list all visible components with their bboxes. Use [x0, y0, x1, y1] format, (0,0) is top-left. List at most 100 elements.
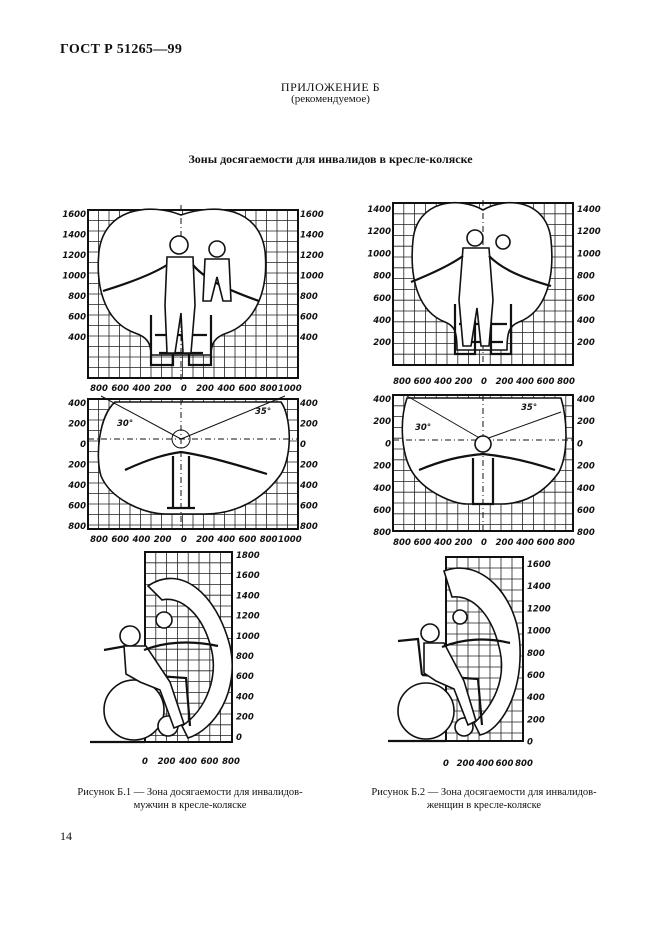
fig1-front-person-right — [202, 240, 232, 302]
fig2-top-right-tick-6: 800 — [577, 528, 595, 538]
fig1-top-angle-line-right — [180, 395, 286, 440]
fig2-front-person — [410, 229, 552, 347]
fig1-top-left-tick-0: 400 — [67, 399, 86, 409]
fig1-top-bottom-tick-6: 400 — [216, 535, 235, 545]
fig1-front-right-tick-5: 600 — [300, 313, 318, 323]
fig1-top-center — [171, 429, 191, 449]
fig2-front-bottom-tick-4: 0 — [481, 377, 487, 387]
fig1-side-right-tick-6: 600 — [236, 672, 254, 682]
fig2-top-bottom-tick-5: 200 — [496, 538, 514, 548]
fig1-top-bottom-tick-4: 0 — [181, 535, 187, 545]
fig1-front-right-tick-4: 800 — [300, 292, 318, 302]
fig1-front-right-tick-6: 400 — [299, 333, 318, 343]
fig2-front-bottom-tick-7: 600 — [537, 377, 555, 387]
fig1-top-right-tick-4: 400 — [299, 481, 318, 491]
fig1-side-reach-zone — [146, 577, 233, 739]
fig1-top-bottom-tick-9: 1000 — [278, 535, 302, 545]
fig1-top-bottom-tick-1: 600 — [111, 535, 129, 545]
fig2-top-angle-right: 35° — [521, 403, 537, 413]
fig1-side-bottom-tick-4: 800 — [222, 757, 240, 767]
fig1-top-bottom-tick-3: 200 — [154, 535, 172, 545]
fig1-side-right-tick-1: 1600 — [236, 571, 260, 581]
annex-title: ПРИЛОЖЕНИЕ Б — [280, 80, 381, 94]
fig2-top-left-tick-1: 200 — [373, 417, 391, 427]
fig1-side-right-tick-2: 1400 — [236, 591, 260, 601]
fig2-front-right-tick-6: 200 — [577, 338, 595, 348]
fig2-front-bottom-tick-0: 800 — [393, 377, 411, 387]
fig1-top-frame — [87, 398, 299, 530]
fig1-top-left-tick-2: 0 — [80, 440, 86, 450]
fig1-front-left-tick-5: 600 — [68, 313, 86, 323]
fig1-top-left-tick-6: 800 — [68, 522, 86, 532]
fig2-side-person — [420, 609, 511, 727]
fig2-front-right-tick-3: 800 — [577, 272, 595, 282]
fig2-front-bottom-tick-5: 200 — [496, 377, 514, 387]
fig1-top-right-tick-6: 800 — [300, 522, 318, 532]
fig1-front-left-tick-1: 1400 — [62, 231, 86, 241]
fig1-front-bottom-tick-2: 400 — [132, 384, 151, 394]
fig2-front-left-tick-4: 600 — [373, 294, 391, 304]
fig1-top-left-tick-5: 600 — [68, 502, 86, 512]
fig1-top-right-tick-3: 200 — [300, 461, 318, 471]
fig2-front-bottom-tick-6: 400 — [515, 377, 534, 387]
fig2-top-right-tick-3: 200 — [577, 462, 595, 472]
fig1-front-bottom-tick-9: 1000 — [278, 384, 302, 394]
fig1-top-bottom-tick-5: 200 — [196, 535, 214, 545]
fig2-front-left-tick-2: 1000 — [367, 249, 391, 259]
fig2-front-wheelchair — [453, 304, 513, 356]
fig2-front-left-tick-1: 1200 — [367, 227, 391, 237]
fig2-top-bottom-tick-1: 600 — [414, 538, 432, 548]
fig1-front-left-tick-0: 1600 — [62, 210, 86, 220]
fig2-front-bottom-tick-8: 800 — [557, 377, 575, 387]
fig1-top-right-tick-2: 0 — [300, 440, 306, 450]
fig1-front-bottom-tick-1: 600 — [111, 384, 129, 394]
fig1-top-angle-right: 35° — [255, 407, 271, 417]
annex-subtitle: (рекомендуемое) — [291, 93, 370, 105]
fig2-front-right-tick-2: 1000 — [577, 249, 601, 259]
fig1-side-right-tick-3: 1200 — [236, 612, 260, 622]
document-id: ГОСТ Р 51265—99 — [60, 42, 183, 57]
fig1-front-left-tick-6: 400 — [67, 333, 86, 343]
fig1-top-left-tick-1: 200 — [68, 420, 86, 430]
main-title: Зоны досягаемости для инвалидов в кресле… — [188, 152, 473, 166]
fig2-side-right-tick-7: 200 — [527, 715, 545, 725]
fig2-top-angle-left: 30° — [415, 423, 431, 433]
fig2-front-right-tick-4: 600 — [577, 294, 595, 304]
fig1-side-bottom-tick-2: 400 — [178, 757, 197, 767]
fig1-front-bottom-tick-4: 0 — [181, 384, 187, 394]
fig1-side-bottom-tick-0: 0 — [142, 757, 148, 767]
fig2-front-left-tick-5: 400 — [372, 316, 391, 326]
fig1-front-bottom-tick-3: 200 — [154, 384, 172, 394]
fig2-top-bottom-tick-8: 800 — [557, 538, 575, 548]
fig1-top-left-tick-3: 200 — [68, 461, 86, 471]
fig2-front-right-tick-1: 1200 — [577, 227, 601, 237]
figure2-caption: Рисунок Б.2 — Зона досягаемости для инва… — [371, 787, 597, 811]
fig2-top-bottom-tick-3: 200 — [455, 538, 473, 548]
fig2-front-bottom-tick-3: 200 — [455, 377, 473, 387]
fig1-front-right-tick-2: 1200 — [300, 251, 324, 261]
fig1-top-right-tick-0: 400 — [299, 399, 318, 409]
fig2-side-reach-zone — [443, 567, 521, 736]
fig1-top-left-tick-4: 400 — [67, 481, 86, 491]
fig2-top-right-tick-0: 400 — [576, 395, 595, 405]
fig1-side-wheel — [103, 679, 165, 741]
fig2-top-bottom-tick-0: 800 — [393, 538, 411, 548]
fig2-top-bottom-tick-6: 400 — [515, 538, 534, 548]
fig2-top-head — [474, 435, 492, 453]
fig2-top-angle-line-right — [482, 411, 562, 441]
fig1-side-person — [119, 611, 219, 730]
fig2-front-right-tick-5: 400 — [576, 316, 595, 326]
fig1-top-angle-left: 30° — [117, 419, 133, 429]
fig2-top-bottom-tick-4: 0 — [481, 538, 487, 548]
fig1-top-bottom-tick-8: 800 — [260, 535, 278, 545]
